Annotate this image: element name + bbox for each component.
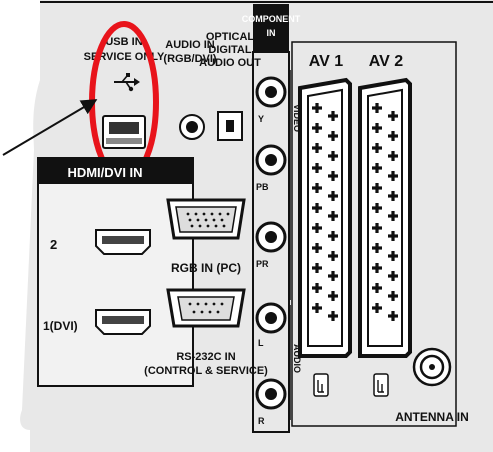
svg-text:COMPONENT: COMPONENT (242, 14, 301, 24)
rca-jack-pb[interactable] (255, 144, 287, 176)
rs232-label-line2: (CONTROL & SERVICE) (144, 365, 268, 377)
rs232-port[interactable] (166, 288, 246, 328)
scart-av2-port[interactable] (358, 77, 412, 358)
component-header: COMPONENT IN (242, 4, 301, 52)
usb-port[interactable] (102, 115, 146, 149)
rca-jack-pr[interactable] (255, 221, 287, 253)
rs232-label-line1: RS-232C IN (176, 351, 235, 363)
optical-label-line3: AUDIO OUT (199, 57, 261, 69)
scart-connector-icon[interactable] (298, 77, 352, 358)
antenna-label: ANTENNA IN (395, 410, 469, 424)
jack-label-y: Y (258, 114, 264, 124)
av1-label: AV 1 (309, 53, 343, 70)
video-label: VIDEO (292, 104, 302, 132)
usb-symbol-icon (114, 73, 140, 92)
svg-text:IN: IN (267, 28, 276, 38)
optical-label-line1: OPTICAL (206, 31, 255, 43)
dsub-connector-icon[interactable] (166, 198, 246, 240)
jack-label-l: L (258, 338, 264, 348)
usb-label-line1: USB IN (105, 36, 142, 48)
component-column-frame (252, 51, 290, 433)
optical-out-port[interactable] (217, 111, 243, 141)
hdmi-1-port[interactable] (95, 309, 151, 335)
hdmi-2-port[interactable] (95, 229, 151, 255)
rca-jack-audio-l[interactable] (255, 302, 287, 334)
scart-symbol-icon-av2 (373, 373, 389, 397)
jack-label-pb: PB (256, 182, 269, 192)
hdmi-header-label: HDMI/DVI IN (67, 165, 142, 180)
jack-label-r: R (258, 416, 265, 426)
optical-label-line2: DIGITAL (208, 44, 251, 56)
rgb-in-label: RGB IN (PC) (171, 261, 241, 275)
usb-label-line2: SERVICE ONLY (84, 51, 165, 63)
audio-in-jack[interactable] (179, 114, 205, 140)
jack-label-pr: PR (256, 259, 269, 269)
audio-in-label-line1: AUDIO IN (165, 39, 215, 51)
antenna-coax-icon[interactable] (412, 347, 452, 387)
audio-in-label-line2: (RGB/DVI) (163, 53, 217, 65)
av-section-frame (291, 41, 457, 427)
rca-jack-audio-r[interactable] (255, 378, 287, 410)
hdmi-2-label: 2 (50, 237, 57, 252)
scart-symbol-icon-av1 (313, 373, 329, 397)
callout-arrow-icon (2, 99, 98, 156)
hdmi-1-label: 1(DVI) (43, 319, 78, 333)
hdmi-dvi-block: HDMI/DVI IN (37, 157, 194, 387)
rca-jack-icon[interactable] (255, 76, 287, 108)
av2-label: AV 2 (369, 53, 403, 70)
audio-label: AUDIO (292, 344, 302, 373)
